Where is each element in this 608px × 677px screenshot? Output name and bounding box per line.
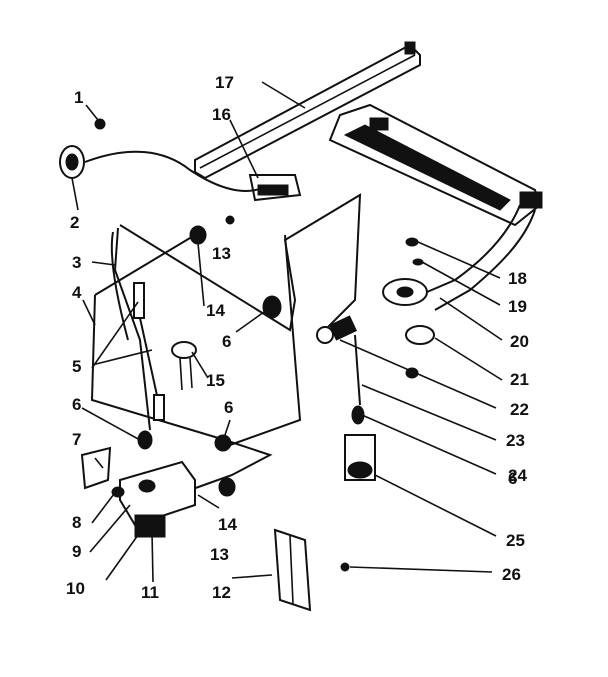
- callout-12: 12: [212, 583, 231, 602]
- callout-5: 5: [72, 357, 81, 376]
- callout-13b: 13: [210, 545, 229, 564]
- callout-21: 21: [510, 370, 529, 389]
- callout-6d: 6: [508, 469, 517, 488]
- callout-3: 3: [72, 253, 81, 272]
- part-nuts-13-14: [189, 215, 236, 497]
- callout-1: 1: [74, 88, 83, 107]
- part-tubing: [90, 193, 362, 491]
- callout-13a: 13: [212, 244, 231, 263]
- part-bracket-7: [80, 446, 125, 498]
- callout-14a: 14: [206, 301, 225, 320]
- callout-22: 22: [510, 400, 529, 419]
- callout-2: 2: [70, 213, 79, 232]
- callout-19: 19: [508, 297, 527, 316]
- callout-17: 17: [215, 73, 234, 92]
- callout-10: 10: [66, 579, 85, 598]
- part-bracket-16: [248, 174, 302, 202]
- callout-15: 15: [206, 371, 225, 390]
- callout-6b: 6: [222, 332, 231, 351]
- part-screw-1: [94, 118, 106, 130]
- part-burner-tube: [382, 204, 536, 311]
- callout-8: 8: [72, 513, 81, 532]
- part-valve-body: [119, 460, 196, 538]
- callout-16: 16: [212, 105, 231, 124]
- callout-14b: 14: [218, 515, 237, 534]
- part-supply-tube-23: [354, 334, 361, 406]
- part-burner: [328, 103, 543, 227]
- callout-24: 24: [508, 466, 527, 485]
- callout-20: 20: [510, 332, 529, 351]
- callout-25: 25: [506, 531, 525, 550]
- part-washers-18-21: [405, 237, 435, 379]
- callout-labels: 1 2 3 4 5 6 6 6 6 7 8 9 10 11 12 13 13 1…: [66, 73, 529, 602]
- callout-23: 23: [506, 431, 525, 450]
- part-bracket-rail: [194, 41, 421, 180]
- callout-9: 9: [72, 542, 81, 561]
- callout-18: 18: [508, 269, 527, 288]
- part-thermocouple-5: [133, 282, 165, 421]
- part-bracket-12: [273, 528, 350, 612]
- part-orifice-22: [316, 315, 358, 344]
- leader-lines: [71, 81, 503, 583]
- part-sensor-2: [59, 145, 263, 192]
- callout-6a: 6: [72, 395, 81, 414]
- part-pilot-15: [171, 341, 197, 391]
- part-fittings-6: [137, 295, 365, 452]
- callout-4: 4: [72, 283, 82, 302]
- callout-11: 11: [141, 583, 159, 602]
- part-valve-25: [344, 434, 376, 481]
- callout-7: 7: [72, 430, 81, 449]
- callout-26: 26: [502, 565, 521, 584]
- callout-6c: 6: [224, 398, 233, 417]
